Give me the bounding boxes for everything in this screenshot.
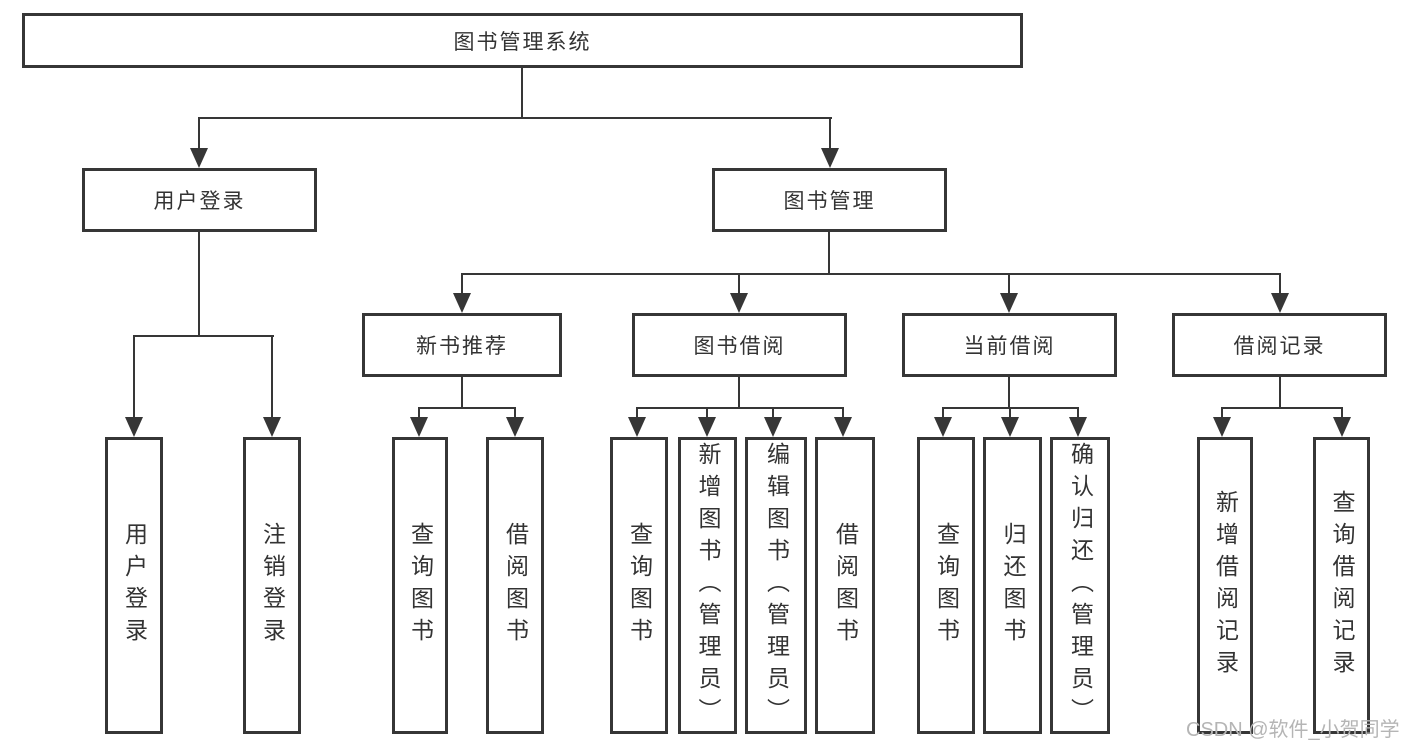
connector-new-book-rec-hline	[418, 407, 516, 409]
arrow-down-icon	[1271, 293, 1289, 313]
leaf-user-login: 用户登录	[105, 437, 163, 734]
connector-book-borrow-stem	[738, 377, 740, 409]
leaf-logout: 注销登录	[243, 437, 301, 734]
connector-drop-login-leaf	[133, 335, 135, 419]
leaf-query-books-rec: 查询图书	[392, 437, 448, 734]
connector-drop	[706, 407, 708, 419]
node-new-book-rec: 新书推荐	[362, 313, 562, 377]
connector-drop	[942, 407, 944, 419]
connector-drop	[1077, 407, 1079, 419]
connector-drop	[1341, 407, 1343, 419]
arrow-down-icon	[190, 148, 208, 168]
connector-drop-borrow-records	[1279, 273, 1281, 297]
arrow-down-icon	[410, 417, 428, 437]
arrow-down-icon	[1069, 417, 1087, 437]
leaf-query-books-borrow: 查询图书	[610, 437, 668, 734]
connector-user-login-hline	[133, 335, 274, 337]
leaf-borrow-books-rec: 借阅图书	[486, 437, 544, 734]
leaf-query-books-current: 查询图书	[917, 437, 975, 734]
leaf-query-books-rec-label: 查询图书	[407, 521, 434, 650]
leaf-add-borrow-record: 新增借阅记录	[1197, 437, 1253, 734]
leaf-add-books-admin-label: 新增图书（管理员）	[695, 441, 721, 730]
node-book-mgmt: 图书管理	[712, 168, 947, 232]
leaf-user-login-label: 用户登录	[121, 521, 148, 650]
arrow-down-icon	[821, 148, 839, 168]
leaf-return-books: 归还图书	[983, 437, 1042, 734]
leaf-query-books-current-label: 查询图书	[933, 521, 960, 650]
leaf-return-books-label: 归还图书	[1000, 521, 1026, 650]
node-book-mgmt-label: 图书管理	[783, 190, 876, 213]
leaf-edit-books-admin-label: 编辑图书（管理员）	[763, 441, 790, 730]
connector-root-stem	[521, 68, 523, 119]
leaf-confirm-return-admin: 确认归还（管理员）	[1050, 437, 1110, 734]
leaf-borrow-books-rec-label: 借阅图书	[502, 521, 529, 650]
arrow-down-icon	[1000, 293, 1018, 313]
arrow-down-icon	[506, 417, 524, 437]
connector-user-login-stem	[198, 232, 200, 337]
connector-drop	[842, 407, 844, 419]
arrow-down-icon	[1001, 417, 1019, 437]
connector-drop-logout-leaf	[271, 335, 273, 419]
node-root: 图书管理系统	[22, 13, 1023, 68]
connector-drop	[772, 407, 774, 419]
leaf-query-borrow-record: 查询借阅记录	[1313, 437, 1370, 734]
arrow-down-icon	[1213, 417, 1231, 437]
node-current-borrow-label: 当前借阅	[963, 335, 1056, 358]
arrow-down-icon	[263, 417, 281, 437]
connector-borrow-records-stem	[1279, 377, 1281, 409]
node-borrow-records-label: 借阅记录	[1233, 335, 1326, 358]
connector-drop	[636, 407, 638, 419]
csdn-watermark: CSDN @软件_小贺同学	[1186, 719, 1400, 741]
leaf-confirm-return-admin-label: 确认归还（管理员）	[1067, 441, 1094, 730]
leaf-borrow-books-label: 借阅图书	[832, 521, 859, 650]
arrow-down-icon	[125, 417, 143, 437]
connector-drop-user-login	[198, 117, 200, 150]
connector-current-borrow-stem	[1008, 377, 1010, 409]
leaf-borrow-books: 借阅图书	[815, 437, 875, 734]
leaf-add-borrow-record-label: 新增借阅记录	[1212, 489, 1239, 682]
connector-book-mgmt-stem	[828, 232, 830, 275]
node-current-borrow: 当前借阅	[902, 313, 1117, 377]
leaf-logout-label: 注销登录	[259, 521, 286, 650]
arrow-down-icon	[730, 293, 748, 313]
connector-drop	[514, 407, 516, 419]
connector-drop-new-book-rec	[461, 273, 463, 297]
node-book-borrow-label: 图书借阅	[693, 335, 786, 358]
arrow-down-icon	[453, 293, 471, 313]
connector-root-hline	[198, 117, 832, 119]
connector-drop-book-mgmt	[829, 117, 831, 150]
arrow-down-icon	[764, 417, 782, 437]
node-borrow-records: 借阅记录	[1172, 313, 1387, 377]
node-new-book-rec-label: 新书推荐	[416, 335, 508, 358]
connector-drop-book-borrow	[738, 273, 740, 297]
node-book-borrow: 图书借阅	[632, 313, 847, 377]
leaf-query-borrow-record-label: 查询借阅记录	[1329, 489, 1355, 682]
connector-drop	[1009, 407, 1011, 419]
connector-book-borrow-hline	[636, 407, 844, 409]
arrow-down-icon	[934, 417, 952, 437]
leaf-query-books-borrow-label: 查询图书	[626, 521, 653, 650]
leaf-add-books-admin: 新增图书（管理员）	[678, 437, 737, 734]
connector-borrow-records-hline	[1221, 407, 1343, 409]
node-root-label: 图书管理系统	[453, 30, 592, 54]
connector-drop	[1221, 407, 1223, 419]
connector-drop-current-borrow	[1008, 273, 1010, 297]
arrow-down-icon	[1333, 417, 1351, 437]
arrow-down-icon	[834, 417, 852, 437]
connector-book-mgmt-hline	[461, 273, 1281, 275]
arrow-down-icon	[628, 417, 646, 437]
leaf-edit-books-admin: 编辑图书（管理员）	[745, 437, 807, 734]
node-user-login: 用户登录	[82, 168, 317, 232]
connector-new-book-rec-stem	[461, 377, 463, 409]
arrow-down-icon	[698, 417, 716, 437]
node-user-login-label: 用户登录	[153, 190, 246, 213]
connector-drop	[418, 407, 420, 419]
